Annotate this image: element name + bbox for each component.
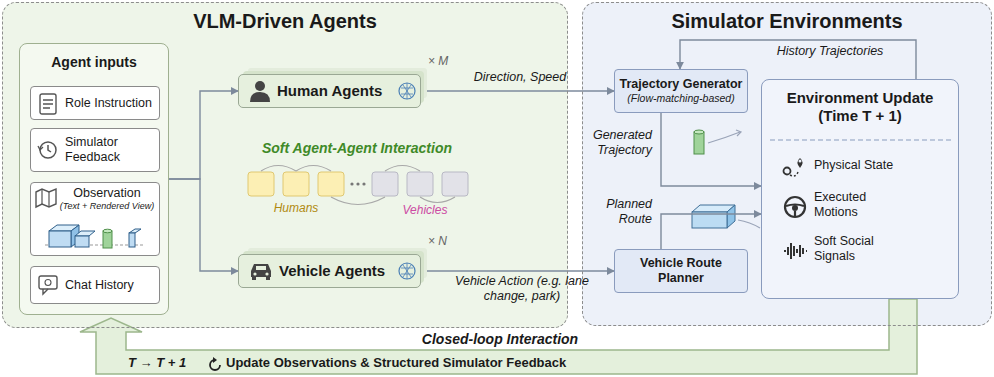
node-title: Trajectory Generator <box>620 77 743 92</box>
agent-box: Vehicle Agents <box>238 254 421 288</box>
node-title: Agent inputs <box>51 54 137 71</box>
annotation-label: Soft Agent-Agent Interaction <box>232 140 482 157</box>
connector <box>421 270 614 271</box>
annotation-label: T → T + 1 <box>128 355 204 371</box>
agent-box: Human Agents <box>238 74 421 108</box>
chat-icon <box>38 275 60 295</box>
edge-label: History Trajectories <box>745 44 915 59</box>
inputs-box: Agent inputsRole InstructionSimulator Fe… <box>19 43 169 315</box>
node-subtitle: (Time T + 1) <box>818 107 902 125</box>
edge-label: Direction, Speed <box>445 70 595 85</box>
process-box: Vehicle Route Planner <box>614 249 748 293</box>
node-title: Human Agents <box>277 82 382 100</box>
rendered-view <box>45 219 145 251</box>
loop-arrow <box>80 299 917 374</box>
person-icon <box>249 80 271 102</box>
node-subtitle: (Text + Rendered View) <box>60 201 154 212</box>
input-box: Chat History <box>30 266 160 304</box>
input-box: Role Instruction <box>30 86 160 120</box>
connector <box>661 113 761 186</box>
edge-label: Planned Route <box>598 197 652 227</box>
annotation-label: Physical State <box>814 158 944 173</box>
input-box: Simulator Feedback <box>30 128 160 172</box>
node-title: VLM-Driven Agents <box>193 9 377 33</box>
trajectory-illustration <box>694 130 741 154</box>
separator-line <box>770 138 952 142</box>
process-box: Trajectory Generator(Flow-matching-based… <box>614 69 748 113</box>
node-subtitle: (Flow-matching-based) <box>627 92 734 105</box>
vehicle-illustration <box>692 205 760 228</box>
node-title: Observation <box>73 186 140 201</box>
interaction-illustration <box>248 166 468 205</box>
annotation-label: Update Observations & Structured Simulat… <box>226 355 626 371</box>
annotation-label: Vehicles <box>380 203 470 217</box>
node-title: Chat History <box>65 278 134 293</box>
network-icon <box>397 81 417 101</box>
connector <box>661 214 761 249</box>
steering-icon <box>783 195 807 219</box>
update-box: Environment Update(Time T + 1) <box>761 79 959 299</box>
edge-label: Generated Trajectory <box>590 128 652 158</box>
input-box: Observation(Text + Rendered View) <box>30 182 160 256</box>
node-title: Vehicle Agents <box>279 262 385 280</box>
edge-label: Closed-loop Interaction <box>330 331 670 348</box>
cycle-icon <box>207 357 223 373</box>
history-icon <box>37 139 59 161</box>
panel-fill <box>582 2 992 326</box>
car-icon <box>249 261 273 281</box>
annotation-label: Soft Social Signals <box>814 234 894 264</box>
connector <box>169 179 238 271</box>
document-icon <box>39 93 57 115</box>
edge-label: Vehicle Action (e.g. lane change, park) <box>452 274 592 304</box>
annotation-label: × M <box>428 54 462 68</box>
node-title: Simulator Environments <box>671 9 902 33</box>
connector <box>169 91 238 179</box>
annotation-label: Humans <box>256 201 336 215</box>
node-title: Simulator Feedback <box>65 135 155 165</box>
connector <box>421 90 614 91</box>
network-icon <box>397 261 417 281</box>
location-icon <box>782 156 808 180</box>
node-title: Role Instruction <box>65 96 152 111</box>
audio-icon <box>782 240 808 262</box>
node-title: Vehicle Route Planner <box>618 256 744 286</box>
annotation-label: Executed Motions <box>814 190 894 220</box>
annotation-label: × N <box>428 234 462 248</box>
node-title: Environment Update <box>787 89 934 107</box>
map-icon <box>35 188 57 208</box>
